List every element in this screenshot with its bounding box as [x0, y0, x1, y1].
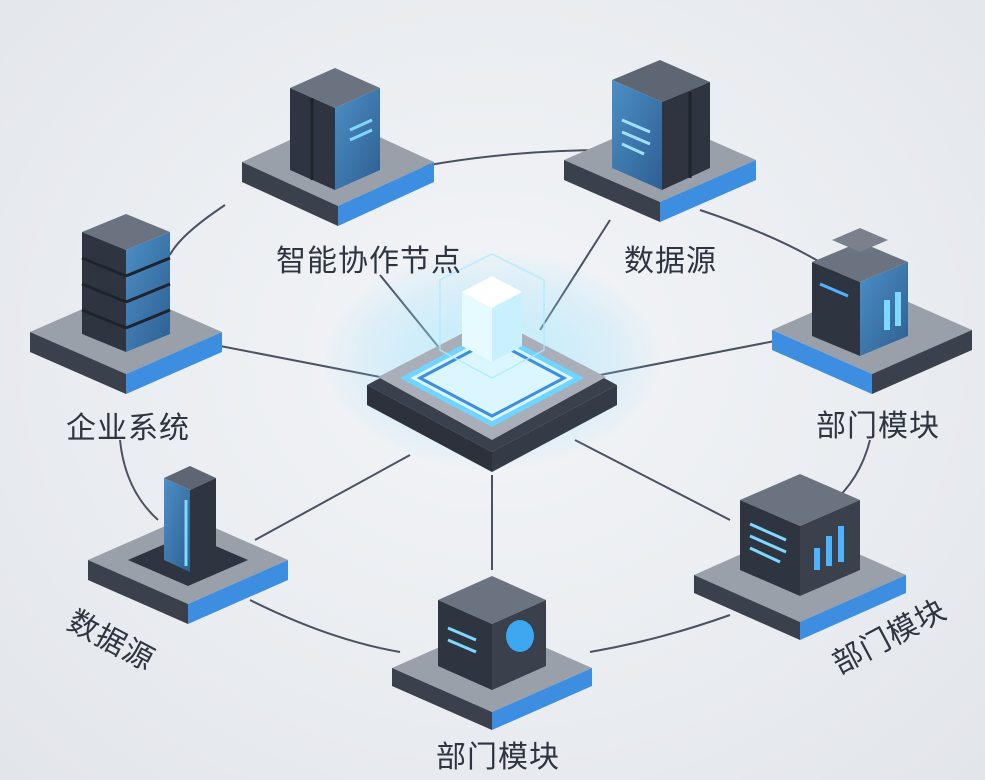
- node-smart: [242, 68, 434, 226]
- node-label-enterprise: 企业系统: [66, 411, 190, 446]
- glowing-cube-icon: [439, 253, 545, 379]
- node-dept-lowright: [694, 474, 906, 640]
- rack-server-icon: [612, 60, 710, 190]
- building-chart-icon: [812, 228, 908, 356]
- node-enterprise: [30, 214, 222, 394]
- node-label-dept-right: 部门模块: [816, 409, 940, 444]
- node-label-dept-bottom: 部门模块: [436, 740, 560, 775]
- outer-ring: [119, 149, 871, 653]
- node-dept-right: [772, 228, 972, 394]
- node-label-smart: 智能协作节点: [276, 244, 462, 279]
- node-dept-bottom: [392, 576, 592, 730]
- node-ds-top: [564, 60, 756, 222]
- server-tower-icon: [290, 68, 380, 190]
- bar-chart-box-icon: [740, 474, 860, 596]
- node-ds-left: [88, 466, 288, 624]
- node-label-ds-top: 数据源: [624, 244, 717, 279]
- database-pillar-icon: [164, 466, 216, 572]
- stacked-server-icon: [81, 214, 171, 352]
- central-hub: [322, 250, 662, 472]
- module-cube-icon: [438, 576, 546, 690]
